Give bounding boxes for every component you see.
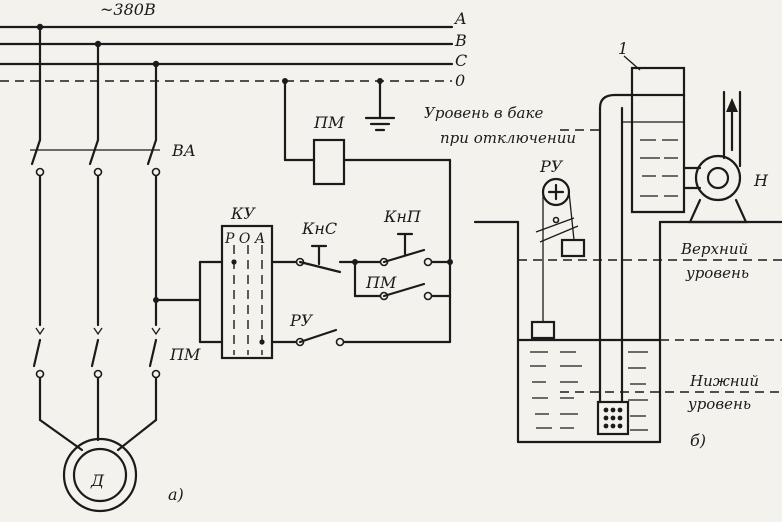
- starter-coil: [312, 138, 346, 186]
- start-button-contact: [382, 248, 426, 264]
- control-circuit: КУ Р О А КнС КнП ПМ РУ: [153, 78, 453, 360]
- motor-label: Д: [90, 471, 105, 490]
- level-relay-tank-label: РУ: [539, 157, 564, 176]
- hold-contact: [382, 282, 426, 298]
- power-circuit: ВА ПМ Д а): [30, 23, 201, 513]
- starter-label: ПМ: [169, 345, 201, 364]
- upper-level-label-1: Верхний: [680, 240, 748, 258]
- tank-system: Верхний уровень Нижний уровень 1 Уровень…: [424, 39, 782, 450]
- selector-switch: [220, 224, 274, 360]
- lower-level-label-2: уровень: [687, 395, 751, 413]
- tower-index: 1: [618, 39, 628, 58]
- stop-button-label: КнС: [301, 219, 337, 238]
- coil-label: ПМ: [313, 113, 345, 132]
- bus-c-label: C: [455, 51, 467, 70]
- bus-a-label: A: [453, 9, 467, 28]
- supply-buses: A B C 0 ~380В: [0, 0, 467, 90]
- suction-strainer: [596, 400, 630, 436]
- upper-tank: [630, 93, 686, 214]
- pump-label: Н: [753, 171, 769, 190]
- flow-arrow-icon: [726, 98, 738, 112]
- float: [530, 320, 556, 340]
- tower-pipe: [598, 106, 624, 404]
- upper-level-label-2: уровень: [685, 264, 749, 282]
- motor: [62, 437, 138, 513]
- cutoff-level-label-2: при отключении: [440, 129, 576, 147]
- cutoff-level-label-1: Уровень в баке: [424, 104, 543, 122]
- breaker-label: ВА: [171, 141, 196, 160]
- lower-level-label-1: Нижний: [689, 372, 759, 390]
- selector-modes: Р О А: [224, 231, 265, 247]
- counterweight: [560, 238, 586, 258]
- bus-b-label: B: [454, 31, 467, 50]
- level-relay-label: РУ: [289, 311, 314, 330]
- supply-voltage-label: ~380В: [100, 0, 156, 19]
- stop-button-contact: [298, 260, 342, 274]
- start-button-label: КнП: [383, 207, 422, 226]
- upper-tank-cap: [630, 66, 686, 97]
- caption-a: а): [168, 485, 184, 504]
- pump: [694, 154, 742, 202]
- caption-b: б): [690, 431, 706, 450]
- level-relay-contact: [298, 328, 338, 344]
- bus-neutral-label: 0: [455, 71, 465, 90]
- hold-contact-label: ПМ: [365, 273, 397, 292]
- selector-label: КУ: [230, 204, 256, 223]
